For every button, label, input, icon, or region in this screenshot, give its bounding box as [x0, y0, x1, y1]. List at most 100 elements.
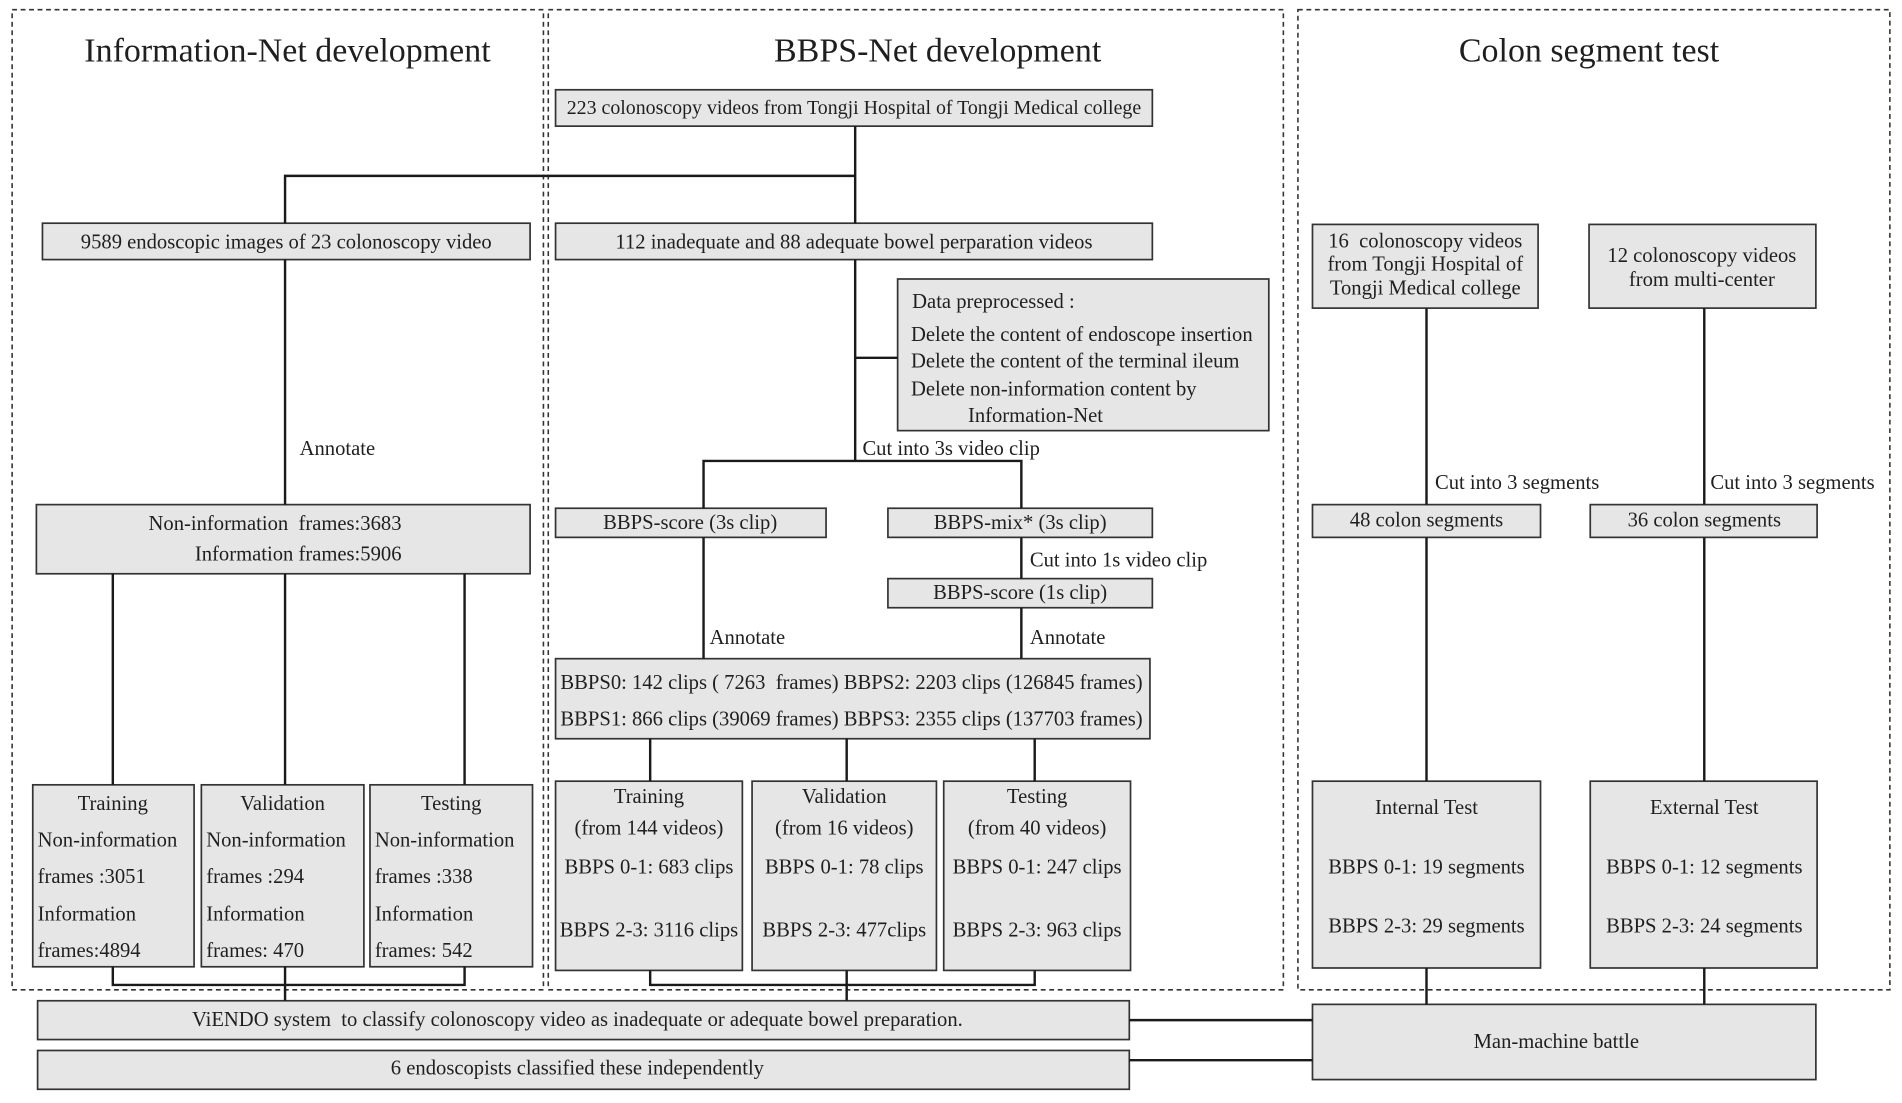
bbps-validation-heading: Validation	[802, 786, 887, 808]
bbps-training-line: BBPS 0-1: 683 clips	[564, 856, 733, 878]
cut-3s-label: Cut into 3s video clip	[862, 438, 1039, 460]
bbps-training-heading: Training	[614, 786, 684, 808]
external-cut-label: Cut into 3 segments	[1710, 472, 1874, 494]
info-validation-box: Validation Non-information frames :294 I…	[200, 783, 365, 968]
bbps-testing-line: BBPS 0-1: 247 clips	[953, 856, 1122, 878]
viendo-box: ViENDO system to classify colonoscopy vi…	[36, 999, 1131, 1041]
info-training-line: frames :3051	[38, 866, 146, 888]
bbps-validation-box: Validation (from 16 videos) BBPS 0-1: 78…	[751, 780, 938, 972]
clip-counts-box: BBPS0: 142 clips ( 7263 frames) BBPS2: 2…	[554, 657, 1151, 740]
colon-segment-panel-border	[1297, 8, 1891, 991]
info-training-line: Information	[38, 904, 136, 926]
internal-test-box: Internal Test BBPS 0-1: 19 segments BBPS…	[1311, 780, 1542, 969]
external-test-heading: External Test	[1650, 797, 1759, 819]
internal-segments-box-frame	[1311, 503, 1542, 539]
connector-info-splits-to-viendo	[111, 966, 466, 1001]
colon-segment-panel: Colon segment test 16 colonoscopy videos…	[1297, 8, 1891, 991]
source-videos-box-frame	[554, 88, 1154, 128]
info-validation-line: Non-information	[206, 830, 346, 852]
bbps-mix-3s-box: BBPS-mix* (3s clip)	[887, 507, 1154, 539]
bbps-mix-3s-label: BBPS-mix* (3s clip)	[934, 512, 1107, 534]
bbps-net-panel: BBPS-Net development 223 colonoscopy vid…	[547, 8, 1285, 991]
info-testing-line: frames: 542	[375, 940, 473, 962]
bbps-training-line: BBPS 2-3: 3116 clips	[560, 919, 738, 941]
bbps-testing-line: BBPS 2-3: 963 clips	[953, 919, 1122, 941]
preprocess-step: Information-Net	[968, 405, 1103, 427]
internal-test-line: BBPS 2-3: 29 segments	[1328, 916, 1524, 938]
internal-source-line: from Tongji Hospital of	[1327, 253, 1523, 275]
bbps-testing-box: Testing (from 40 videos) BBPS 0-1: 247 c…	[942, 780, 1132, 972]
frames-box-line: Information frames:5906	[195, 543, 402, 565]
internal-test-heading: Internal Test	[1375, 797, 1478, 819]
connector-clips-to-splits	[648, 738, 1036, 782]
external-test-box-frame	[1589, 780, 1818, 969]
info-testing-line: frames :338	[375, 866, 473, 888]
info-testing-line: Non-information	[375, 830, 515, 852]
information-net-title: Information-Net development	[84, 32, 491, 69]
source-videos-box: 223 colonoscopy videos from Tongji Hospi…	[554, 88, 1154, 128]
frames-box: Non-information frames:3683 Information …	[35, 503, 531, 575]
outcome: ViENDO system to classify colonoscopy vi…	[36, 999, 1817, 1091]
info-validation-box-frame	[200, 783, 365, 968]
external-source-box-frame	[1588, 223, 1817, 309]
internal-source-line: 16 colonoscopy videos	[1328, 230, 1522, 252]
external-test-line: BBPS 0-1: 12 segments	[1606, 856, 1802, 878]
external-test-line: BBPS 2-3: 24 segments	[1606, 916, 1802, 938]
external-source-line: 12 colonoscopy videos	[1607, 245, 1796, 267]
info-testing-heading: Testing	[421, 793, 481, 815]
connector-bbps-splits-to-viendo	[648, 970, 1036, 1001]
annotate-label-3s: Annotate	[710, 627, 786, 649]
bbps-validation-box-frame	[751, 780, 938, 972]
bowel-preparation-videos-box: 112 inadequate and 88 adequate bowel per…	[554, 222, 1154, 261]
preprocess-step: Delete non-information content by	[911, 378, 1197, 400]
connectors	[111, 126, 1706, 1062]
preprocess-heading: Data preprocessed :	[912, 291, 1075, 313]
bbps-net-panel-border	[547, 8, 1285, 991]
information-net-panel: Information-Net development 9589 endosco…	[11, 8, 545, 991]
bbps-score-1s-box-frame	[887, 577, 1154, 609]
info-validation-heading: Validation	[240, 793, 325, 815]
preprocess-box: Data preprocessed : Delete the content o…	[896, 278, 1270, 432]
bbps-training-line: (from 144 videos)	[575, 817, 724, 839]
bbps-mix-3s-box-frame	[887, 507, 1154, 539]
internal-source-box: 16 colonoscopy videos from Tongji Hospit…	[1311, 223, 1539, 309]
internal-segments-box: 48 colon segments	[1311, 503, 1542, 539]
viendo-label: ViENDO system to classify colonoscopy vi…	[192, 1009, 963, 1031]
cut-1s-label: Cut into 1s video clip	[1030, 549, 1207, 571]
bowel-preparation-videos-label: 112 inadequate and 88 adequate bowel per…	[615, 232, 1092, 254]
info-testing-box: Testing Non-information frames :338 Info…	[369, 783, 534, 968]
external-segments-box: 36 colon segments	[1589, 503, 1818, 539]
clip-counts-line: BBPS1: 866 clips (39069 frames) BBPS3: 2…	[560, 708, 1142, 730]
man-machine-battle-box-frame	[1311, 1003, 1817, 1081]
bbps-testing-heading: Testing	[1007, 786, 1067, 808]
bowel-preparation-videos-box-frame	[554, 222, 1154, 261]
external-segments-label: 36 colon segments	[1628, 509, 1781, 531]
connector-tests-to-battle	[1425, 967, 1706, 1005]
bbps-score-1s-box: BBPS-score (1s clip)	[887, 577, 1154, 609]
endoscopists-label: 6 endoscopists classified these independ…	[391, 1058, 765, 1080]
bbps-net-title: BBPS-Net development	[774, 32, 1102, 69]
bbps-testing-box-frame	[942, 780, 1132, 972]
images-box: 9589 endoscopic images of 23 colonoscopy…	[41, 222, 531, 261]
bbps-validation-line: (from 16 videos)	[775, 817, 914, 839]
images-box-label: 9589 endoscopic images of 23 colonoscopy…	[81, 232, 492, 254]
preprocess-step: Delete the content of the terminal ileum	[911, 350, 1239, 372]
preprocess-box-frame	[896, 278, 1270, 432]
info-training-box: Training Non-information frames :3051 In…	[31, 783, 195, 968]
info-testing-box-frame	[369, 783, 534, 968]
info-training-heading: Training	[78, 793, 148, 815]
info-testing-line: Information	[375, 904, 473, 926]
bbps-validation-line: BBPS 0-1: 78 clips	[765, 856, 924, 878]
connector-source-to-images	[283, 174, 856, 224]
frames-box-line: Non-information frames:3683	[149, 513, 402, 535]
internal-test-box-frame	[1311, 780, 1542, 969]
endoscopists-box: 6 endoscopists classified these independ…	[36, 1049, 1131, 1091]
bbps-score-3s-label: BBPS-score (3s clip)	[603, 512, 777, 534]
man-machine-battle-box: Man-machine battle	[1311, 1003, 1817, 1081]
internal-test-line: BBPS 0-1: 19 segments	[1328, 856, 1524, 878]
bbps-score-1s-label: BBPS-score (1s clip)	[933, 582, 1107, 604]
frames-box-frame	[35, 503, 531, 575]
colon-segment-title: Colon segment test	[1459, 32, 1720, 69]
bbps-validation-line: BBPS 2-3: 477clips	[762, 919, 926, 941]
